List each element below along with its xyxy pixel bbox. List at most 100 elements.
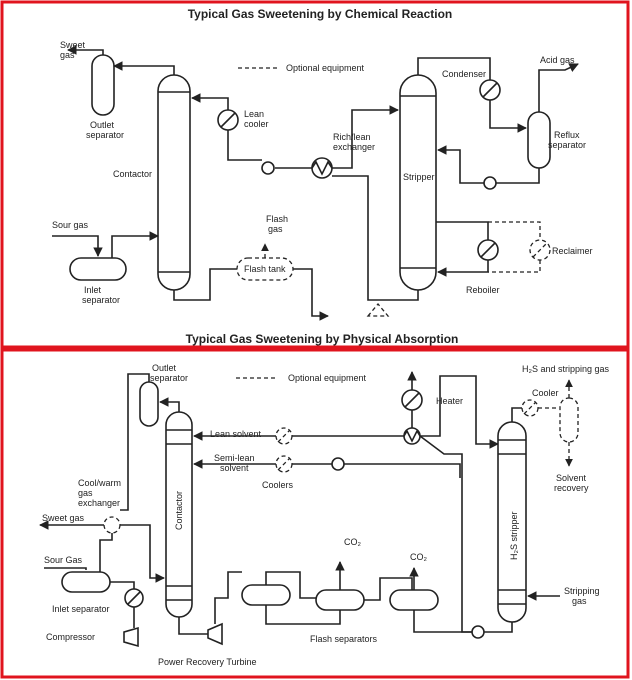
- phys-solvent-recovery-label-1: Solvent: [556, 473, 587, 483]
- phys-coolers-label: Coolers: [262, 480, 294, 490]
- phys-contactor-label: Contactor: [174, 491, 184, 530]
- phys-cooler-label: Cooler: [532, 388, 559, 398]
- phys-inlet-separator: [61, 571, 111, 593]
- chem-rich-to-stripper: [332, 105, 399, 169]
- chem-acid-gas-label: Acid gas: [540, 55, 575, 65]
- chem-lean-from-stripper: [332, 175, 419, 301]
- phys-feed-to-stripper: [420, 375, 499, 449]
- phys-outlet-sep-label-1: Outlet: [152, 363, 177, 373]
- chem-optional-pump: [366, 302, 390, 317]
- chem-flash-out: [293, 268, 329, 321]
- chem-contactor: [157, 74, 191, 291]
- phys-stripper-overhead: [511, 407, 522, 422]
- phys-cool-warm-label-3: exchanger: [78, 498, 120, 508]
- chem-reboiler-symbol: [480, 242, 496, 258]
- phys-flash-2-to-3: [364, 577, 413, 601]
- phys-outlet-sep-label-2: separator: [150, 373, 188, 383]
- chem-reflux-label-1: Reflux: [554, 130, 580, 140]
- phys-outlet-sep-overhead: [120, 373, 150, 511]
- chem-stripper-label: Stripper: [403, 172, 435, 182]
- chem-reclaimer-label: Reclaimer: [552, 246, 593, 256]
- chem-condenser-to-reflux: [489, 100, 527, 133]
- phys-legend-label: Optional equipment: [288, 373, 367, 383]
- phys-semi-lean-label-1: Semi-lean: [214, 453, 255, 463]
- phys-semi-lean-cooler-symbol: [277, 457, 291, 471]
- chem-reflux-to-pump: [496, 168, 540, 184]
- phys-inlet-sep-label: Inlet separator: [52, 604, 110, 614]
- chem-reclaimer-line-in: [488, 221, 541, 240]
- chem-legend-label: Optional equipment: [286, 63, 365, 73]
- phys-exchanger-to-contactor: [120, 524, 165, 583]
- chem-reflux-separator: [527, 111, 551, 169]
- chem-stripper-overhead: [417, 57, 491, 80]
- chem-sweet-gas-label-2: gas: [60, 50, 75, 60]
- chem-outlet-sep-label-1: Outlet: [90, 120, 115, 130]
- phys-flash-1-to-2: [265, 571, 316, 599]
- phys-flash-bottoms-1: [265, 605, 341, 625]
- phys-exchanger-symbol: [403, 429, 421, 443]
- chem-stripper: [399, 74, 437, 291]
- phys-stripper-bottoms: [484, 622, 513, 633]
- phys-flash-separator-1: [241, 584, 291, 606]
- chem-sour-gas-line: [52, 235, 103, 257]
- chem-rich-lean-label-2: exchanger: [333, 142, 375, 152]
- phys-solvent-separator: [559, 397, 579, 443]
- phys-heater-symbol: [404, 392, 420, 408]
- phys-flash-separators-label: Flash separators: [310, 634, 378, 644]
- phys-lean-solvent-label: Lean solvent: [210, 429, 262, 439]
- phys-contactor-to-turbine: [178, 617, 208, 635]
- chem-contactor-overhead: [113, 61, 175, 75]
- chem-reclaimer-symbol: [532, 242, 548, 258]
- phys-semi-lean-source: [344, 463, 461, 478]
- phys-inlet-to-exchanger: [99, 533, 113, 572]
- chem-lean-to-contactor: [191, 93, 229, 110]
- phys-sweet-gas-label: Sweet gas: [42, 513, 85, 523]
- phys-cool-warm-label-2: gas: [78, 488, 93, 498]
- phys-stripper-pump: [471, 625, 485, 639]
- phys-h2s-stripping-gas-label: H₂S and stripping gas: [522, 364, 610, 374]
- chem-inlet-sep-label-2: separator: [82, 295, 120, 305]
- chem-condenser-label: Condenser: [442, 69, 486, 79]
- chem-flash-gas-label-2: gas: [268, 224, 283, 234]
- chem-reflux-pump: [483, 176, 497, 190]
- chem-contactor-label: Contactor: [113, 169, 152, 179]
- phys-semi-lean-label-2: solvent: [220, 463, 249, 473]
- chem-rich-to-flash: [173, 268, 237, 301]
- phys-outlet-separator: [139, 381, 159, 427]
- phys-power-recovery-label: Power Recovery Turbine: [158, 657, 257, 667]
- phys-h2s-stripper-label: H₂S stripper: [509, 511, 519, 560]
- phys-cool-warm-exchanger: [103, 516, 121, 534]
- phys-flash-separator-3: [389, 589, 439, 611]
- phys-co2-label-a: CO₂: [344, 537, 362, 547]
- chem-inlet-sep-label-1: Inlet: [84, 285, 102, 295]
- phys-flash-to-pump: [413, 610, 476, 633]
- phys-sour-gas-label: Sour Gas: [44, 555, 83, 565]
- phys-semi-lean-pump: [331, 457, 345, 471]
- phys-power-recovery-turbine: [207, 622, 223, 646]
- chem-reflux-label-2: separator: [548, 140, 586, 150]
- chemical-title: Typical Gas Sweetening by Chemical React…: [188, 7, 453, 21]
- phys-overhead-cooler-symbol: [523, 401, 537, 415]
- phys-sour-gas-line: [44, 567, 87, 570]
- chem-exchanger-symbol: [311, 160, 333, 176]
- chem-reboiler-label: Reboiler: [466, 285, 500, 295]
- chem-sweet-gas-label-1: Sweet: [60, 40, 86, 50]
- chem-flash-tank-label: Flash tank: [244, 264, 286, 274]
- chem-inlet-to-contactor: [111, 231, 159, 258]
- chem-stripper-to-reboiler: [436, 221, 489, 240]
- chem-sweet-gas-line: [67, 45, 104, 55]
- chem-flash-gas-label-1: Flash: [266, 214, 288, 224]
- chem-reclaimer-line-out: [488, 260, 541, 273]
- chem-lean-cooler-label-1: Lean: [244, 109, 264, 119]
- phys-lean-return: [419, 435, 472, 633]
- chem-outlet-sep-label-2: separator: [86, 130, 124, 140]
- phys-flash-separator-2: [315, 589, 365, 611]
- chem-sour-gas-label: Sour gas: [52, 220, 89, 230]
- phys-inlet-to-cooler: [110, 581, 135, 589]
- phys-contactor-overhead: [159, 397, 180, 412]
- chem-lean-cooler-label-2: cooler: [244, 119, 269, 129]
- chem-reboiler-return: [437, 260, 489, 277]
- chem-lean-pump: [261, 161, 275, 175]
- physical-title: Typical Gas Sweetening by Physical Absor…: [186, 332, 459, 346]
